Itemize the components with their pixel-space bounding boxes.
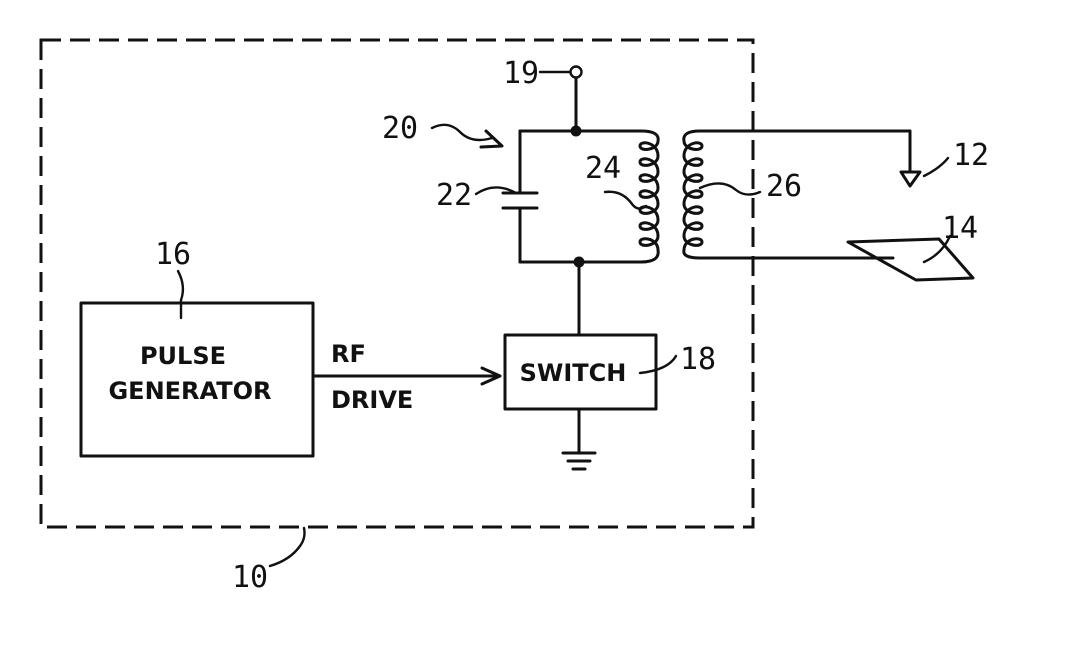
- system-leader: [270, 528, 305, 566]
- rf-label: RF: [331, 340, 366, 368]
- pulse-generator-label-line2: GENERATOR: [108, 377, 271, 405]
- load-terminal-ref: 12: [953, 138, 989, 173]
- secondary-coil-leader: [700, 183, 760, 194]
- supply-terminal: [571, 67, 582, 78]
- ground-icon: [563, 453, 595, 469]
- load-terminal-icon: [901, 172, 920, 186]
- secondary-coil-ref: 26: [766, 169, 802, 204]
- switch-label: SWITCH: [520, 359, 627, 387]
- supply-terminal-ref: 19: [503, 56, 539, 91]
- load-terminal-leader: [924, 158, 948, 176]
- pulse-generator-leader: [178, 271, 183, 318]
- switch-ref: 18: [680, 342, 716, 377]
- pulse-generator-ref: 16: [155, 237, 191, 272]
- tank-circuit-ref: 20: [382, 111, 418, 146]
- primary-coil-ref: 24: [585, 151, 621, 186]
- capacitor-icon: [503, 193, 537, 208]
- tank-circuit-leader: [432, 125, 492, 140]
- drive-label: DRIVE: [331, 386, 413, 414]
- secondary-coil-icon: [684, 131, 702, 258]
- tank-top-node: [571, 126, 582, 137]
- pulse-generator-label-line1: PULSE: [140, 342, 226, 370]
- tank-bottom-node: [574, 257, 585, 268]
- capacitor-ref: 22: [436, 178, 472, 213]
- switch-leader: [640, 356, 676, 373]
- load-plate-ref: 14: [942, 211, 978, 246]
- primary-coil-icon: [640, 131, 658, 262]
- system-ref: 10: [232, 560, 268, 595]
